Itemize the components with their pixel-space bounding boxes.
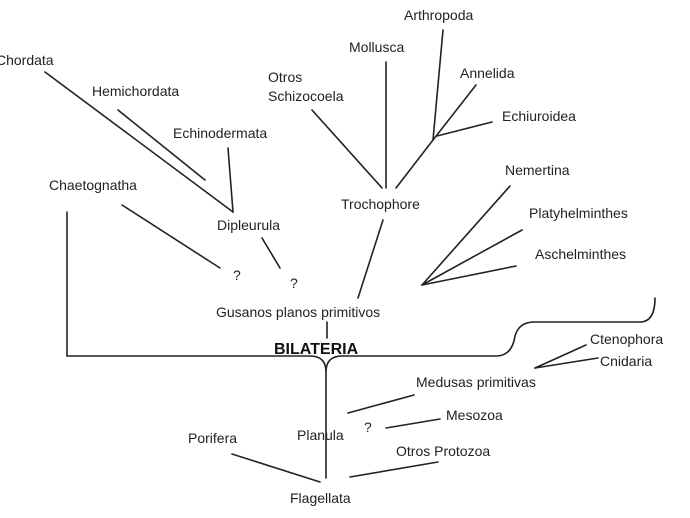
label-hemichordata: Hemichordata (92, 83, 179, 99)
label-echinodermata: Echinodermata (173, 125, 267, 141)
edge-otros-schizocoela (311, 109, 383, 189)
edge-mesozoa (385, 418, 441, 429)
edge-medusas-primitivas (347, 394, 415, 414)
edge-echinodermata (227, 147, 234, 213)
bilateria-bracket (66, 211, 656, 373)
label-cnidaria: Cnidaria (600, 353, 652, 369)
edge-otros-protozoa (349, 461, 439, 478)
edge-ctenophora (534, 344, 587, 369)
label-annelida: Annelida (460, 65, 515, 81)
label-platyhelminthes: Platyhelminthes (529, 205, 628, 221)
uncertain-mark-planula: ? (364, 419, 372, 435)
edge-hemichordata (117, 109, 206, 181)
label-mollusca: Mollusca (349, 39, 404, 55)
label-otros-protozoa: Otros Protozoa (396, 443, 490, 459)
edge-annelida (432, 84, 477, 141)
label-gusanos-planos: Gusanos planos primitivos (216, 304, 380, 320)
label-medusas-primitivas: Medusas primitivas (416, 374, 536, 390)
uncertain-mark-left: ? (233, 267, 241, 283)
edge-to-trochophore (395, 139, 434, 189)
label-flagellata: Flagellata (290, 490, 351, 506)
edge-chaetognatha (121, 204, 221, 269)
edge-trochophore-gusanos (357, 219, 384, 299)
label-chaetognatha: Chaetognatha (49, 177, 137, 193)
label-planula: Planula (297, 427, 344, 443)
edge-nemertina (421, 185, 511, 286)
label-aschelminthes: Aschelminthes (535, 246, 626, 262)
label-mesozoa: Mesozoa (446, 407, 503, 423)
label-porifera: Porifera (188, 430, 237, 446)
edge-echiuroidea (436, 121, 493, 137)
edge-platyhelminthes (421, 229, 523, 286)
label-bilateria: BILATERIA (274, 341, 359, 358)
edge-arthropoda (432, 29, 444, 141)
edge-dipleurula (261, 237, 281, 269)
label-otros-schizocoela-line1: Otros (268, 69, 302, 85)
edge-aschelminthes (421, 265, 517, 286)
label-trochophore: Trochophore (341, 196, 420, 212)
edge-porifera (231, 453, 321, 483)
edge-cnidaria (534, 357, 599, 369)
label-dipleurula: Dipleurula (217, 217, 280, 233)
edge-chordata (44, 71, 234, 213)
label-nemertina: Nemertina (505, 162, 570, 178)
label-echiuroidea: Echiuroidea (502, 108, 576, 124)
label-chordata: Chordata (0, 52, 54, 68)
label-arthropoda: Arthropoda (404, 7, 473, 23)
uncertain-mark-right: ? (290, 275, 298, 291)
label-otros-schizocoela-line2: Schizocoela (268, 88, 344, 104)
label-ctenophora: Ctenophora (590, 331, 663, 347)
